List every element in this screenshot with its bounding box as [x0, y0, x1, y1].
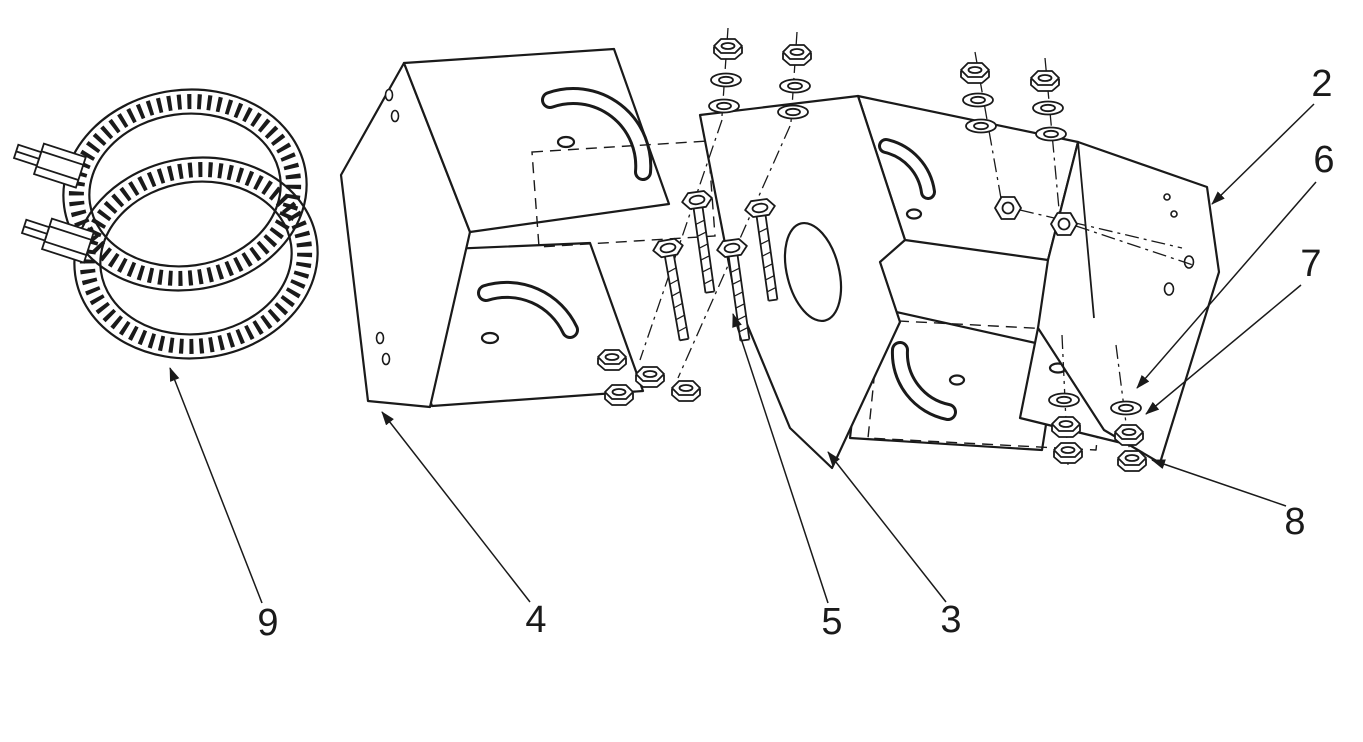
- washer: [1110, 400, 1142, 416]
- washer: [965, 118, 997, 134]
- bracket4-web: [339, 61, 472, 409]
- washer: [1048, 392, 1080, 408]
- hex-nut: [960, 62, 990, 84]
- phantom-box-left: [531, 140, 716, 248]
- hex-nut: [597, 349, 627, 371]
- hose-clamp-lower: [73, 156, 319, 360]
- washer: [710, 72, 742, 88]
- callout-8: 8: [1284, 501, 1305, 543]
- center-bracket: [698, 94, 1109, 470]
- callout-9: 9: [257, 602, 278, 644]
- washer: [1035, 126, 1067, 142]
- leader-line-7: [1145, 284, 1302, 415]
- hex-nut: [1117, 450, 1147, 472]
- washer: [777, 104, 809, 120]
- hex-nut: [713, 38, 743, 60]
- leader-lines: [169, 103, 1317, 604]
- hex-nut: [635, 366, 665, 388]
- stud-head: [1050, 212, 1078, 236]
- callout-5: 5: [821, 601, 842, 643]
- leader-line-4: [381, 411, 531, 603]
- leader-line-9: [169, 367, 263, 604]
- washer: [779, 78, 811, 94]
- leader-line-5: [732, 313, 829, 604]
- washer: [962, 92, 994, 108]
- hex-nut: [1051, 416, 1081, 438]
- callout-4: 4: [525, 599, 546, 641]
- washer: [708, 98, 740, 114]
- hose-clamps: [12, 88, 319, 360]
- hex-nut: [1114, 424, 1144, 446]
- callout-6: 6: [1313, 139, 1334, 181]
- bracket4-top-hole: [556, 135, 576, 149]
- bolt: [652, 238, 699, 343]
- hex-nut: [782, 44, 812, 66]
- clamp-screw-lower: [20, 217, 95, 264]
- hex-nut: [604, 384, 634, 406]
- hex-nut: [1030, 70, 1060, 92]
- leader-line-3: [827, 451, 947, 603]
- hose-clamp-upper: [62, 88, 308, 292]
- bracket3-large-hole: [783, 221, 843, 323]
- leader-line-2: [1211, 103, 1315, 205]
- stud-head: [994, 196, 1022, 220]
- bracket4-bottom-hole: [480, 331, 500, 345]
- callout-labels: 2 6 7 8 9 4 5 3: [257, 63, 1334, 644]
- callout-7: 7: [1300, 243, 1321, 285]
- phantom-box-right: [867, 319, 1109, 451]
- callout-2: 2: [1311, 63, 1332, 105]
- leader-line-6: [1136, 181, 1317, 389]
- clamp-screw-upper: [12, 142, 87, 189]
- washer: [1032, 100, 1064, 116]
- leader-line-8: [1151, 459, 1287, 507]
- callout-3: 3: [940, 599, 961, 641]
- hex-nut: [1053, 442, 1083, 464]
- left-u-bracket: [339, 47, 671, 409]
- hex-nut: [671, 380, 701, 402]
- bracket2-right-face: [1036, 140, 1221, 465]
